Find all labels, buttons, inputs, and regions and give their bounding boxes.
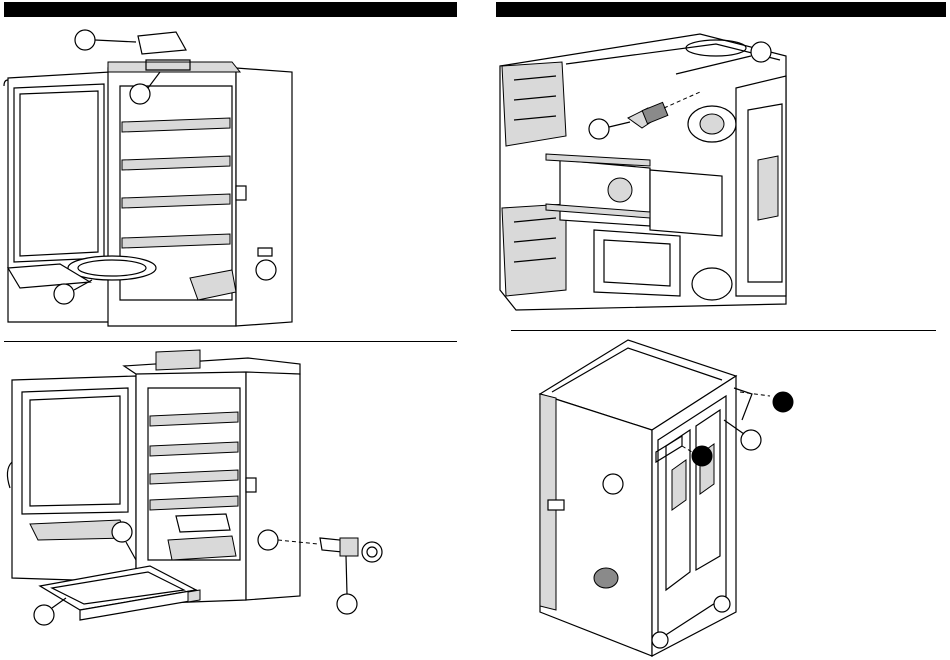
diagram-smoker-open-top	[4, 30, 292, 326]
callout-drawer-2	[34, 605, 54, 625]
diagram-cabinet-back	[540, 340, 793, 656]
callout-back-1	[603, 474, 623, 494]
callout-bottom-1	[751, 42, 771, 62]
callout-drawer-1	[112, 522, 132, 542]
callout-drawer-3	[337, 594, 357, 614]
callout-bottom-2	[589, 119, 609, 139]
diagram-cabinet-bottom	[500, 34, 786, 310]
callout-top-2	[130, 84, 150, 104]
callout-top-1	[75, 30, 95, 50]
diagram-smoker-open-drawer	[7, 350, 382, 625]
callout-back-4	[692, 446, 712, 466]
callout-top-3	[54, 284, 74, 304]
callout-back-2	[741, 430, 761, 450]
callout-back-3	[773, 392, 793, 412]
